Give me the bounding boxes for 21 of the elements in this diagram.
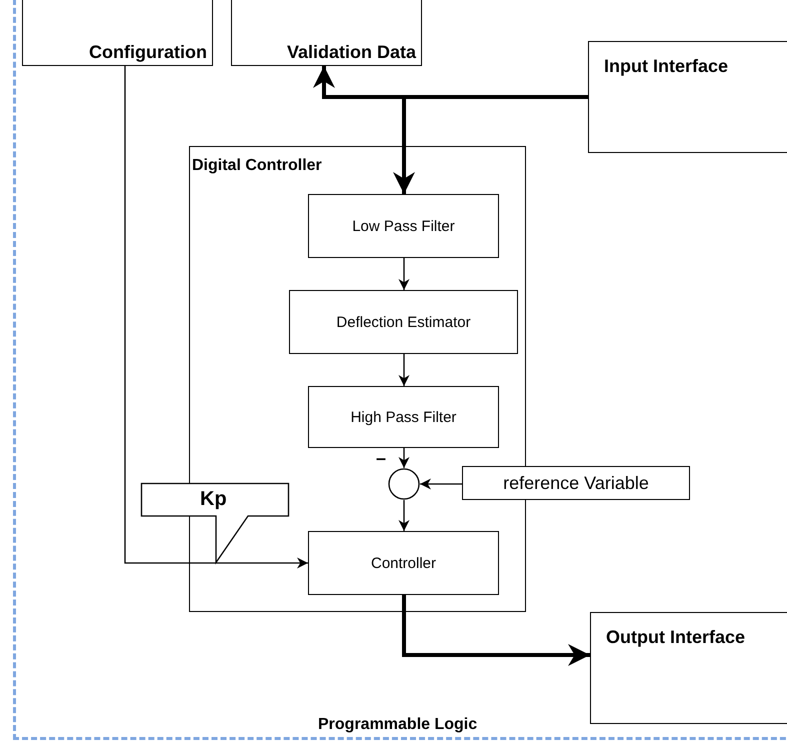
process-box: Low Pass Filter xyxy=(308,194,499,258)
arrow xyxy=(398,448,410,468)
process-box: Controller xyxy=(308,531,499,595)
arrow xyxy=(393,95,588,194)
arrow xyxy=(398,500,410,531)
arrow xyxy=(420,478,462,490)
arrow xyxy=(402,595,590,666)
arrow xyxy=(124,66,308,568)
interface-box: Output Interface xyxy=(590,612,787,724)
minus-sign: – xyxy=(376,448,386,469)
arrow xyxy=(398,258,410,290)
callout-label: Kp xyxy=(200,488,227,511)
box-label: Validation Data xyxy=(286,42,416,63)
region-label: Programmable Logic xyxy=(318,716,478,734)
process-box: reference Variable xyxy=(462,466,690,500)
arrow xyxy=(398,354,410,386)
group-label: Digital Controller xyxy=(192,157,322,175)
process-box: Deflection Estimator xyxy=(289,290,518,354)
process-box: High Pass Filter xyxy=(308,386,499,448)
interface-box: Input Interface xyxy=(588,41,787,153)
box-label: Configuration xyxy=(89,42,207,63)
